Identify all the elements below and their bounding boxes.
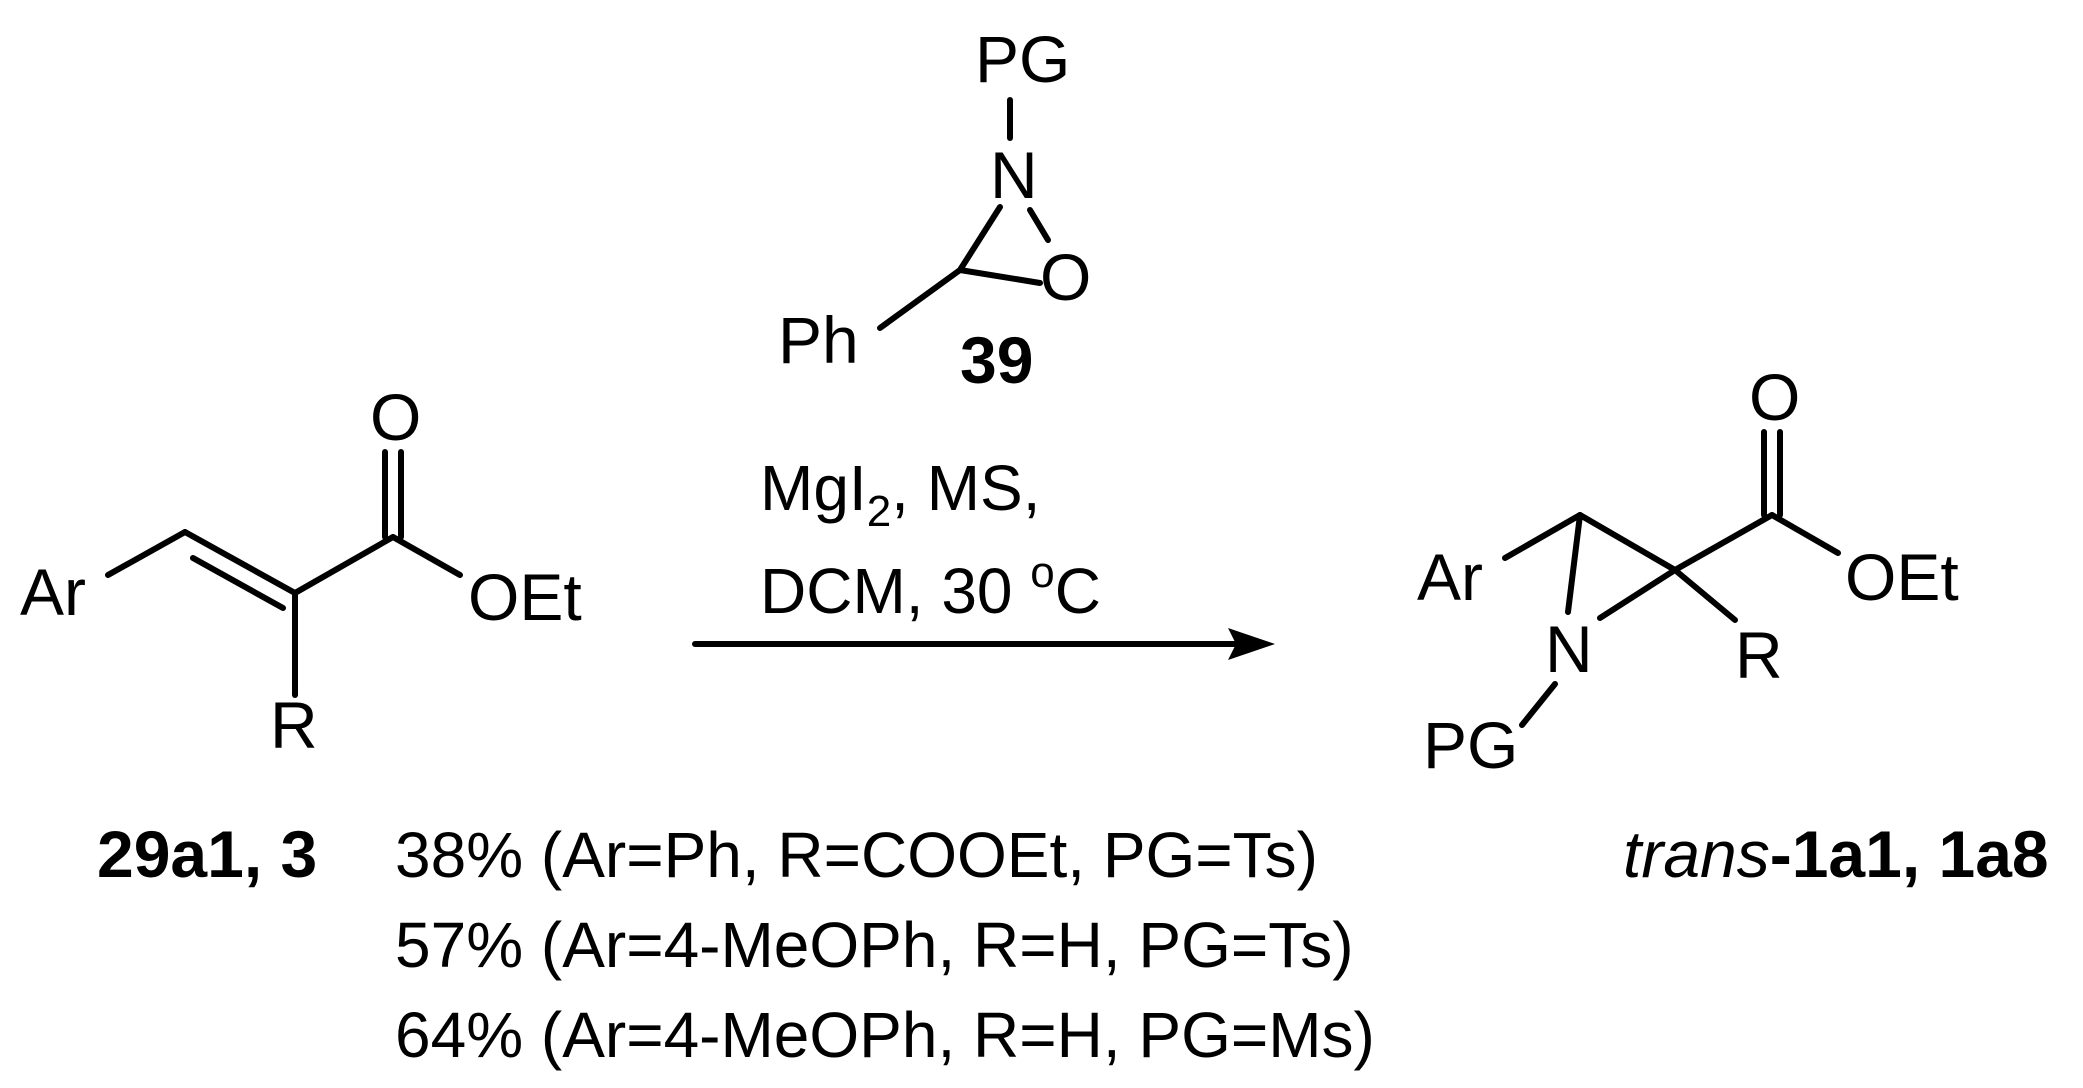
- reagent-o-atom: O: [1040, 240, 1091, 314]
- sm-c2-carbonyl-bond: [292, 534, 396, 596]
- conditions-line1-subscript: 2: [867, 487, 891, 536]
- sm-ar-c1-bond: [105, 529, 188, 578]
- yield-line-2: 57% (Ar=4-MeOPh, R=H, PG=Ts): [395, 909, 1354, 981]
- starting-material: Ar R O OEt 29a1, 3: [20, 380, 582, 891]
- product-pg-label: PG: [1423, 708, 1518, 782]
- yield-line-1: 38% (Ar=Ph, R=COOEt, PG=Ts): [395, 819, 1318, 891]
- sm-oet-label: OEt: [468, 560, 582, 634]
- product-ester-bond: [1769, 512, 1841, 556]
- product-ring-c1-c2: [1577, 512, 1678, 573]
- conditions-line2-prefix: DCM, 30: [760, 555, 1030, 627]
- product-c2-carbonyl-bond: [1672, 512, 1775, 573]
- arrow-head: [1228, 628, 1275, 660]
- product-c2-r-bond: [1672, 567, 1738, 623]
- c-ph-bond: [877, 267, 963, 331]
- sm-double-bond-a: [182, 529, 298, 596]
- reaction-conditions: MgI2, MS, DCM, 30 oC: [760, 452, 1101, 627]
- sm-ar-label: Ar: [20, 555, 86, 629]
- reagent-pg-label: PG: [975, 22, 1070, 96]
- product-ar-c1-bond: [1502, 512, 1583, 561]
- product-label-bold: -1a1, 1a8: [1770, 817, 2049, 891]
- product-r-label: R: [1735, 618, 1783, 692]
- c-o-bond: [957, 267, 1043, 286]
- product-carbonyl-o: O: [1749, 360, 1800, 434]
- n-o-bond: [1027, 207, 1051, 243]
- conditions-line-1: MgI2, MS,: [760, 452, 1041, 536]
- sm-compound-label: 29a1, 3: [97, 817, 317, 891]
- conditions-line1-suffix: , MS,: [891, 452, 1040, 524]
- product-n-atom: N: [1545, 612, 1593, 686]
- yield-line-3: 64% (Ar=4-MeOPh, R=H, PG=Ms): [395, 999, 1375, 1071]
- reagent-n-atom: N: [990, 138, 1038, 212]
- product: Ar N PG R O OEt trans-1a1, 1a8: [1417, 360, 2049, 891]
- reagent-ph-label: Ph: [778, 303, 859, 377]
- yields-list: 38% (Ar=Ph, R=COOEt, PG=Ts) 57% (Ar=4-Me…: [395, 819, 1375, 1071]
- product-ar-label: Ar: [1417, 540, 1483, 614]
- n-c-bond: [957, 204, 1003, 273]
- product-oet-label: OEt: [1845, 540, 1959, 614]
- sm-carbonyl-o: O: [370, 380, 421, 454]
- product-label-italic: trans: [1623, 817, 1770, 891]
- sm-ester-bond: [390, 534, 463, 578]
- sm-r-label: R: [270, 688, 318, 762]
- oxaziridine-reagent: PG N O Ph 39: [778, 22, 1091, 397]
- conditions-line2-superscript: o: [1030, 548, 1054, 597]
- product-n-pg-bond: [1519, 681, 1558, 728]
- product-ring-c1-n: [1565, 512, 1583, 615]
- reagent-compound-number: 39: [960, 323, 1033, 397]
- conditions-line-2: DCM, 30 oC: [760, 548, 1101, 627]
- reaction-arrow: [692, 628, 1275, 660]
- conditions-line2-suffix: C: [1055, 555, 1101, 627]
- product-ring-c2-n: [1597, 567, 1678, 621]
- conditions-line1-prefix: MgI: [760, 452, 867, 524]
- sm-double-bond-b: [190, 555, 286, 611]
- product-compound-label: trans-1a1, 1a8: [1623, 817, 2049, 891]
